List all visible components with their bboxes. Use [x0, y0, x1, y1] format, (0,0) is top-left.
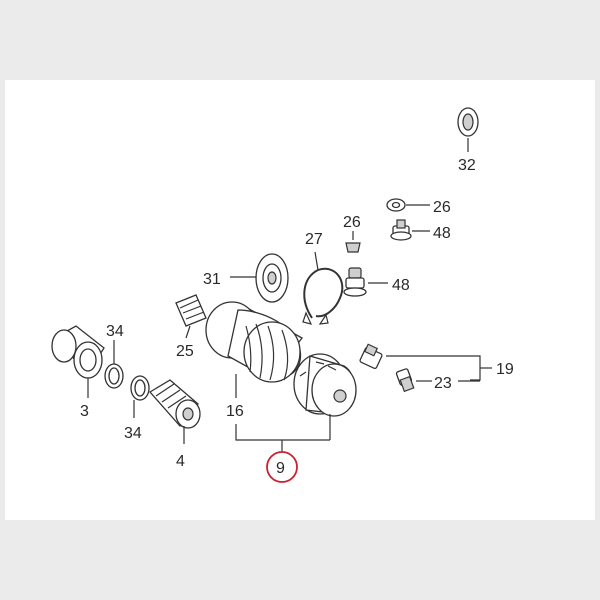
highlight-circle-9	[266, 451, 298, 483]
part-27-circlip[interactable]	[302, 267, 344, 325]
callout-25: 25	[176, 343, 194, 360]
part-26-washer-upper[interactable]	[386, 198, 406, 212]
callout-27: 27	[305, 231, 323, 248]
callout-48b: 48	[392, 277, 410, 294]
callout-23: 23	[434, 375, 452, 392]
callout-31: 31	[203, 271, 221, 288]
callout-16: 16	[226, 403, 244, 420]
callout-34a: 34	[106, 323, 124, 340]
callout-32: 32	[458, 157, 476, 174]
part-3-sleeve[interactable]	[51, 325, 105, 379]
callout-19: 19	[496, 361, 514, 378]
callout-9: 9	[276, 460, 285, 477]
callout-34b: 34	[124, 425, 142, 442]
part-48-bolt-lower[interactable]	[343, 267, 367, 297]
callout-4: 4	[176, 453, 185, 470]
callout-26a: 26	[433, 199, 451, 216]
leader-25	[185, 325, 191, 339]
part-filter-cap[interactable]	[293, 353, 357, 417]
part-34-oring-upper[interactable]	[104, 363, 124, 389]
part-23-bolt[interactable]	[395, 368, 415, 393]
part-48-bolt-upper[interactable]	[390, 219, 412, 241]
leader-27	[314, 251, 319, 271]
callout-3: 3	[80, 403, 89, 420]
bracket-9	[235, 424, 330, 441]
part-16-oil-filter[interactable]	[205, 301, 303, 383]
diagram-panel	[5, 80, 595, 520]
part-31-plate[interactable]	[255, 253, 289, 303]
part-32-seal[interactable]	[457, 107, 479, 137]
part-4-fitting[interactable]	[148, 379, 201, 429]
part-26-washer-lower[interactable]	[345, 242, 361, 253]
part-19-sensor[interactable]	[359, 343, 383, 370]
callout-26b: 26	[343, 214, 361, 231]
callout-48a: 48	[433, 225, 451, 242]
part-34-oring-lower[interactable]	[130, 375, 150, 401]
part-25-stud[interactable]	[175, 294, 207, 327]
